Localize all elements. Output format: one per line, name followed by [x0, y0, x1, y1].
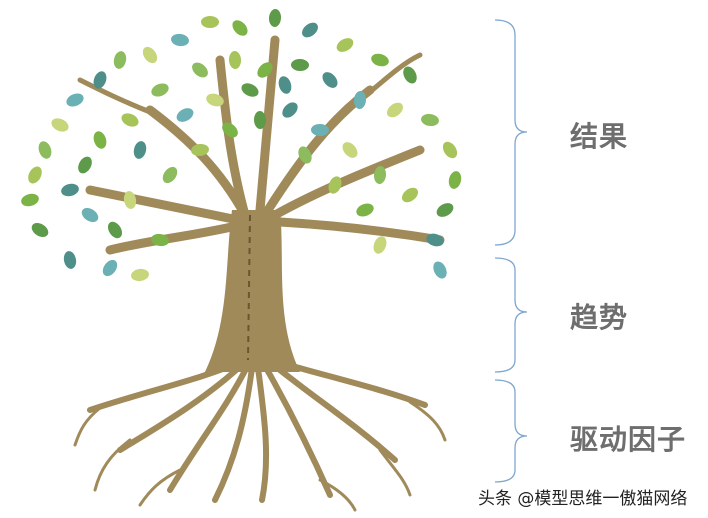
leaf-52 [133, 141, 147, 159]
leaf-8 [371, 53, 389, 67]
root-3 [212, 365, 255, 503]
label-result: 结果 [570, 120, 629, 153]
leaf-38 [61, 183, 79, 197]
leaf-25 [353, 91, 367, 109]
leaf-51 [107, 221, 123, 239]
root-11 [318, 478, 357, 512]
leaf-11 [66, 93, 84, 107]
leaf-54 [206, 93, 224, 107]
leaf-37 [78, 156, 92, 174]
leaf-49 [401, 187, 419, 203]
leaf-50 [151, 233, 169, 247]
leaf-27 [421, 113, 439, 127]
leaf-40 [123, 191, 137, 209]
leaf-19 [131, 268, 149, 282]
leaf-28 [442, 141, 458, 159]
leaf-36 [93, 131, 107, 149]
leaf-20 [192, 62, 208, 78]
watermark-text: 头条 @模型思维一傲猫网络 [478, 489, 688, 509]
leaf-43 [222, 122, 238, 138]
leaf-58 [241, 83, 259, 97]
leaf-2 [268, 9, 282, 27]
label-drivers: 驱动因子 [570, 423, 687, 456]
branch-8 [77, 77, 153, 115]
leaf-7 [336, 38, 354, 52]
leaf-31 [426, 233, 444, 247]
bracket-trend [494, 257, 528, 373]
root-10 [138, 468, 182, 507]
root-13 [408, 400, 447, 442]
leaf-3 [302, 22, 318, 38]
leaf-15 [21, 193, 39, 207]
leaf-56 [328, 176, 342, 194]
leaf-46 [311, 123, 329, 137]
leaf-0 [201, 16, 219, 28]
tree-roots [73, 357, 447, 512]
leaf-10 [93, 71, 107, 89]
leaf-33 [373, 236, 387, 254]
leaf-1 [232, 20, 248, 36]
leaf-35 [121, 113, 139, 127]
leaf-41 [162, 166, 178, 184]
leaf-4 [171, 33, 189, 47]
root-6 [267, 359, 398, 463]
leaf-53 [176, 108, 194, 122]
leaf-13 [38, 141, 52, 159]
label-trend: 趋势 [570, 301, 629, 334]
tree-branches [77, 35, 445, 255]
leaf-23 [291, 58, 309, 72]
leaf-47 [342, 142, 358, 158]
leaf-24 [322, 72, 338, 88]
trunk-texture [247, 214, 251, 361]
leaf-12 [51, 118, 69, 132]
branch-6 [105, 220, 245, 255]
leaf-34 [151, 83, 169, 97]
branch-4 [270, 145, 425, 220]
root-1 [117, 359, 248, 453]
leaf-55 [298, 146, 312, 164]
bracket-drivers [494, 379, 528, 483]
root-5 [262, 363, 333, 498]
root-8 [73, 406, 102, 447]
leaf-45 [282, 102, 298, 118]
branch-0 [145, 105, 250, 220]
leaf-5 [142, 46, 158, 64]
root-4 [255, 365, 270, 503]
root-12 [378, 448, 412, 497]
leaf-17 [63, 251, 77, 269]
tree-trunk [205, 210, 300, 372]
leaf-14 [28, 166, 42, 184]
bracket-result [494, 19, 528, 246]
leaf-29 [448, 171, 462, 189]
leaf-32 [433, 261, 447, 279]
leaf-21 [228, 51, 242, 69]
leaf-18 [102, 259, 118, 277]
leaf-59 [278, 76, 292, 94]
branch-7 [275, 217, 445, 245]
trunk-body [205, 210, 300, 372]
branch-9 [367, 52, 423, 95]
leaf-30 [436, 203, 454, 217]
leaf-48 [373, 166, 387, 184]
root-2 [167, 362, 251, 493]
leaf-42 [191, 143, 209, 157]
leaf-9 [403, 66, 417, 84]
branch-2 [255, 35, 280, 215]
leaf-44 [253, 111, 267, 129]
leaf-57 [356, 203, 374, 217]
leaf-16 [31, 223, 49, 237]
leaf-39 [81, 207, 99, 223]
tree-leaves [21, 9, 462, 282]
leaf-22 [257, 62, 273, 78]
root-9 [93, 438, 132, 492]
branch-5 [85, 185, 243, 225]
leaf-6 [113, 51, 127, 69]
leaf-26 [387, 102, 403, 118]
